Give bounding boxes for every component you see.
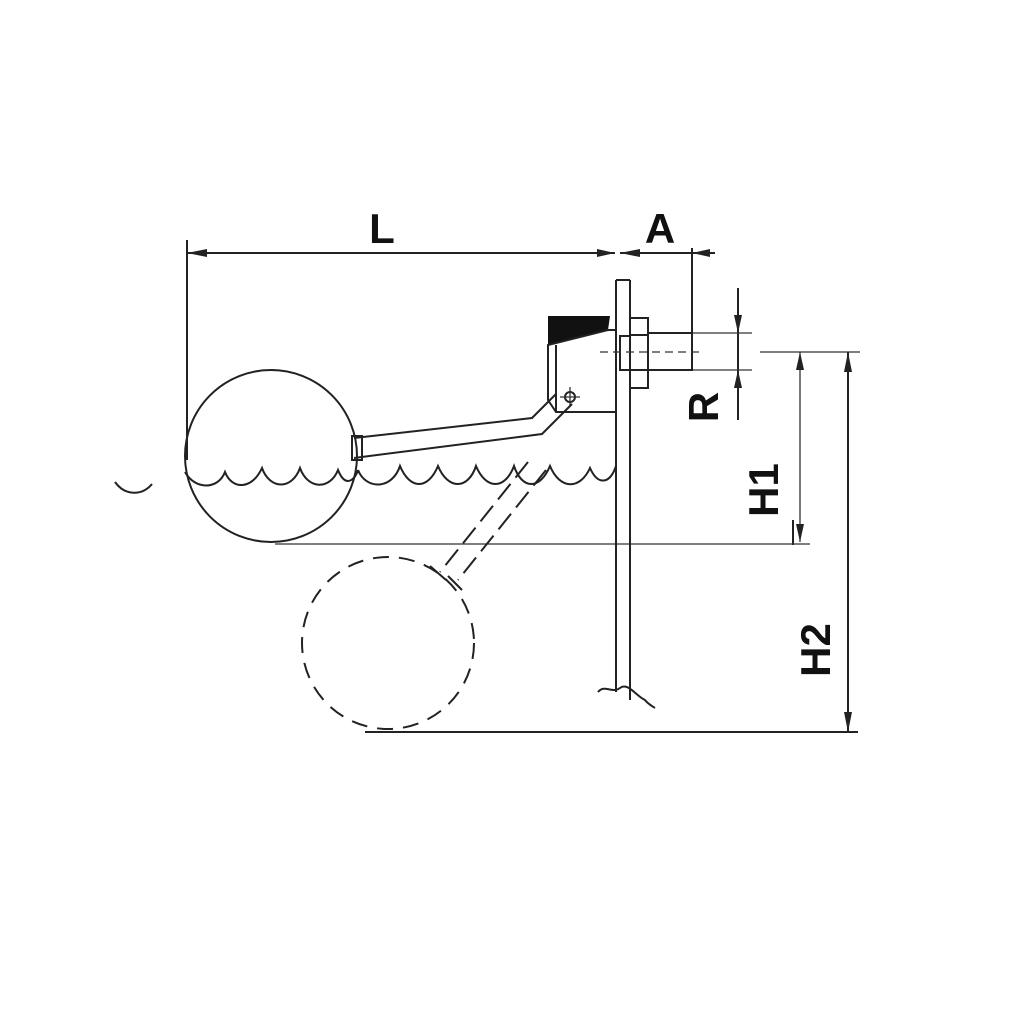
dimension-A: A: [620, 205, 715, 338]
valve-body: [547, 316, 617, 413]
label-L: L: [369, 205, 395, 252]
valve-cap: [548, 316, 610, 345]
label-H2: H2: [792, 623, 839, 677]
outlet-fitting: [600, 317, 700, 389]
dimension-L: L: [186, 205, 615, 460]
dimension-H2: H2: [792, 352, 852, 732]
label-A: A: [645, 205, 675, 252]
float-ball-upper: [184, 369, 358, 543]
water-surface-line: [114, 463, 617, 494]
float-arm: [351, 393, 573, 461]
label-H1: H1: [740, 463, 787, 517]
label-R: R: [680, 392, 727, 422]
tank-wall: [597, 279, 656, 709]
dimension-H1: H1: [740, 351, 860, 545]
wall-break-line: [597, 685, 656, 709]
dimension-R: R: [650, 288, 752, 422]
float-ball-lowered: [301, 556, 475, 730]
